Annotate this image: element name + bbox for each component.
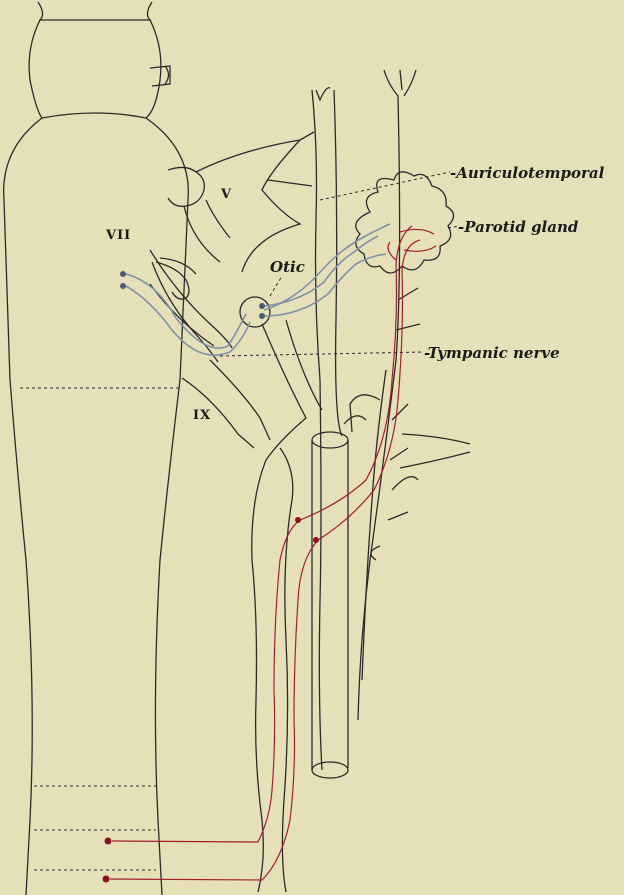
carotid-vessel [312,432,348,778]
post-cell-bodies [103,517,320,883]
preganglionic-fibers [126,224,390,355]
postganglionic-fibers [110,226,436,880]
label-parotid-gland: -Parotid gland [458,218,578,236]
label-auriculotemporal: -Auriculotemporal [450,164,604,182]
label-nerve-ix: IX [193,408,211,423]
brainstem-outline [4,2,189,895]
pre-cell-bodies [120,271,265,319]
label-nerve-v: V [221,187,232,202]
label-tympanic-nerve: -Tympanic nerve [424,344,560,362]
label-otic: Otic [270,258,305,276]
label-nerve-vii: VII [106,228,131,243]
glossopharyngeal-root [182,360,270,448]
segment-marks [20,388,180,870]
central-trunk [252,88,342,892]
trigeminal-root [168,132,314,272]
facial-root [150,250,232,362]
otic-ganglion [240,297,270,327]
